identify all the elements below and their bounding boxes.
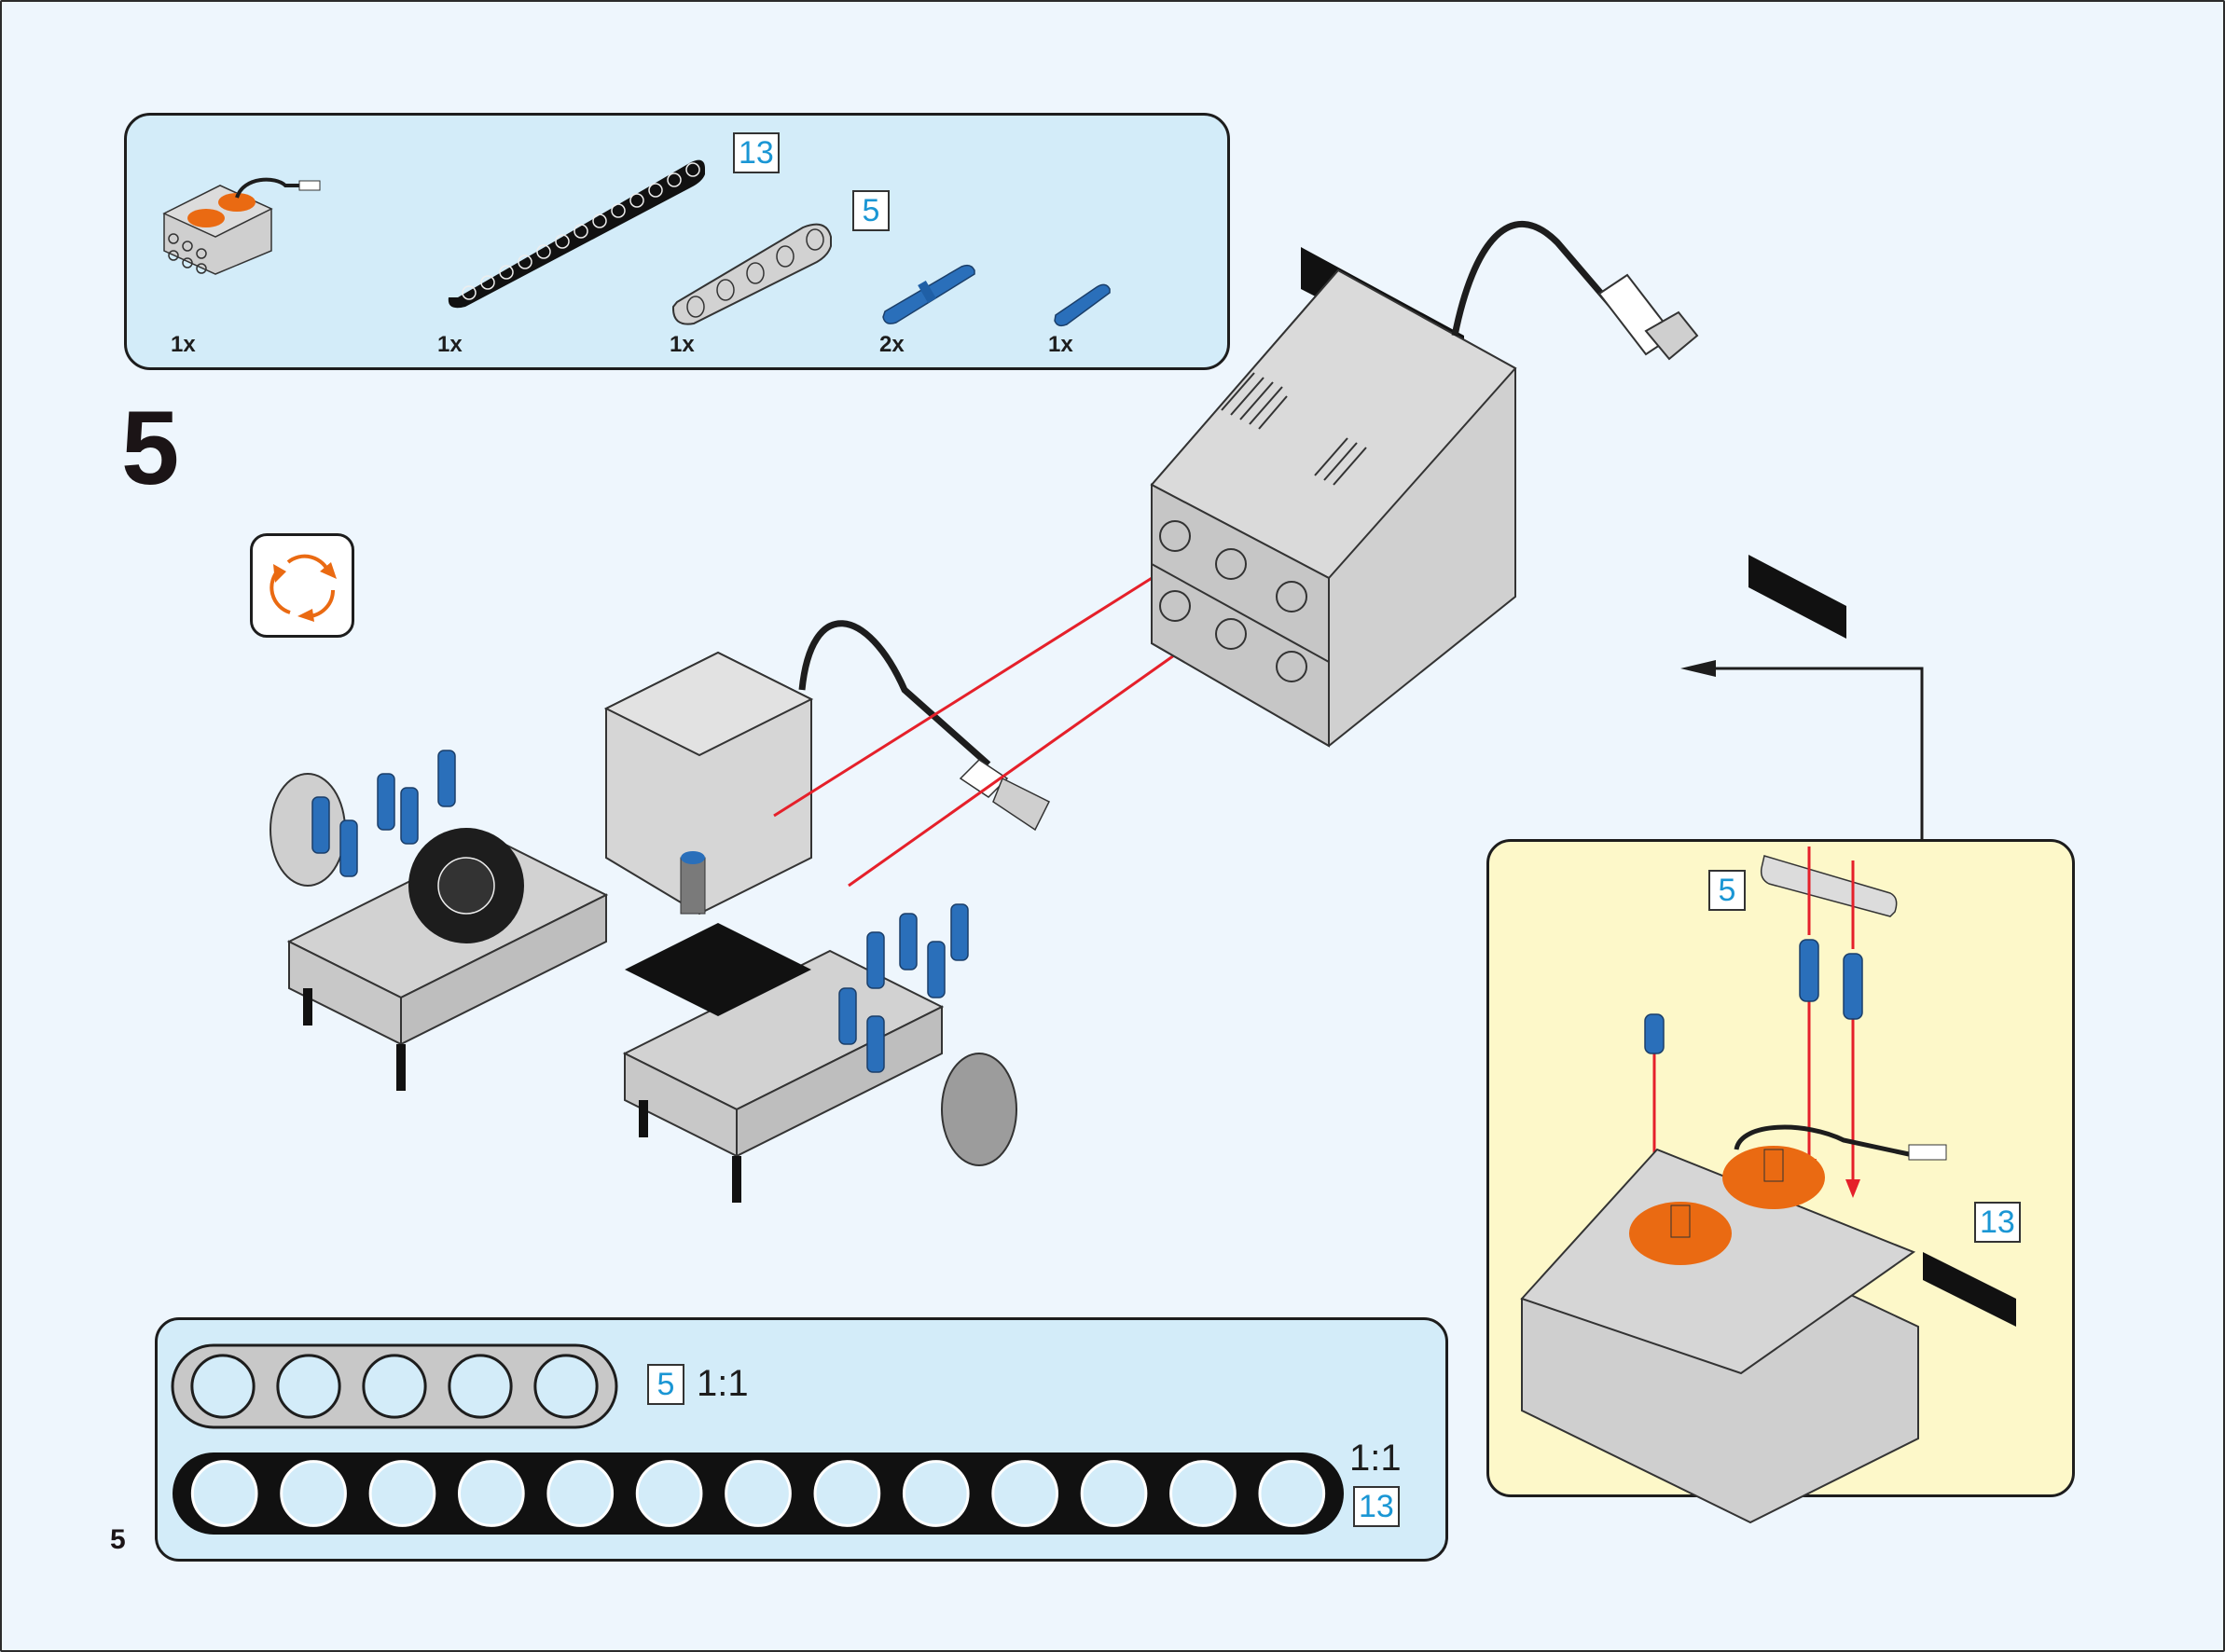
scale-beam-5	[171, 1343, 618, 1429]
beam-hole	[458, 1460, 525, 1527]
sub-assembly-illustration	[1520, 847, 2016, 1524]
sub-assembly-panel: 5 13	[1486, 839, 2075, 1524]
beam-hole	[1169, 1460, 1237, 1527]
beam-hole	[991, 1460, 1058, 1527]
beam-length-badge: 5	[1708, 870, 1746, 911]
beam-hole	[190, 1460, 258, 1527]
beam-hole	[448, 1354, 513, 1419]
part-quantity: 1x	[171, 332, 196, 357]
beam-length-badge: 13	[733, 132, 780, 173]
beam-hole	[276, 1354, 341, 1419]
beam-13-part	[448, 159, 705, 309]
beam-hole	[902, 1460, 970, 1527]
beam-length-badge: 13	[1353, 1486, 1400, 1527]
leader-arrow-head	[1680, 660, 1716, 677]
beam-hole	[368, 1460, 436, 1527]
step-number: 5	[121, 390, 180, 506]
scale-ratio-label: 1:1	[1349, 1438, 1402, 1479]
rotate-icon	[269, 554, 337, 622]
beam-hole	[280, 1460, 347, 1527]
red-arrow-line	[773, 553, 1190, 818]
beam-length-badge: 5	[647, 1364, 684, 1405]
beam-hole	[635, 1460, 703, 1527]
beam-hole	[362, 1354, 427, 1419]
scale-ratio-label: 1:1	[697, 1363, 749, 1404]
beam-hole	[1258, 1460, 1326, 1527]
main-assembly-illustration	[269, 620, 1051, 1203]
beam-hole	[725, 1460, 792, 1527]
beam-length-badge: 13	[1974, 1202, 2021, 1243]
controller-box-illustration	[1150, 220, 1846, 748]
page-number: 5	[110, 1524, 126, 1555]
beam-5-part	[671, 223, 832, 325]
part-quantity: 1x	[437, 332, 463, 357]
part-quantity: 1x	[1048, 332, 1073, 357]
beam-hole	[1080, 1460, 1148, 1527]
sub-assembly-leader-line	[1697, 667, 1924, 839]
long-pin-part	[882, 264, 975, 324]
beam-hole	[190, 1354, 256, 1419]
rotate-model-badge	[250, 533, 354, 638]
beam-hole	[813, 1460, 881, 1527]
controller-box-part	[162, 177, 321, 275]
parts-list-panel: 1x 13 1x 5 1x 2x 1x	[124, 113, 1230, 370]
part-quantity: 2x	[879, 332, 905, 357]
part-quantity: 1x	[670, 332, 695, 357]
scale-reference-panel: 5 1:1 1:1 13	[155, 1317, 1448, 1562]
beam-length-badge: 5	[852, 190, 890, 231]
scale-beam-13	[173, 1452, 1344, 1535]
axle-pin-part	[1054, 283, 1111, 327]
beam-hole	[533, 1354, 599, 1419]
beam-hole	[546, 1460, 615, 1527]
